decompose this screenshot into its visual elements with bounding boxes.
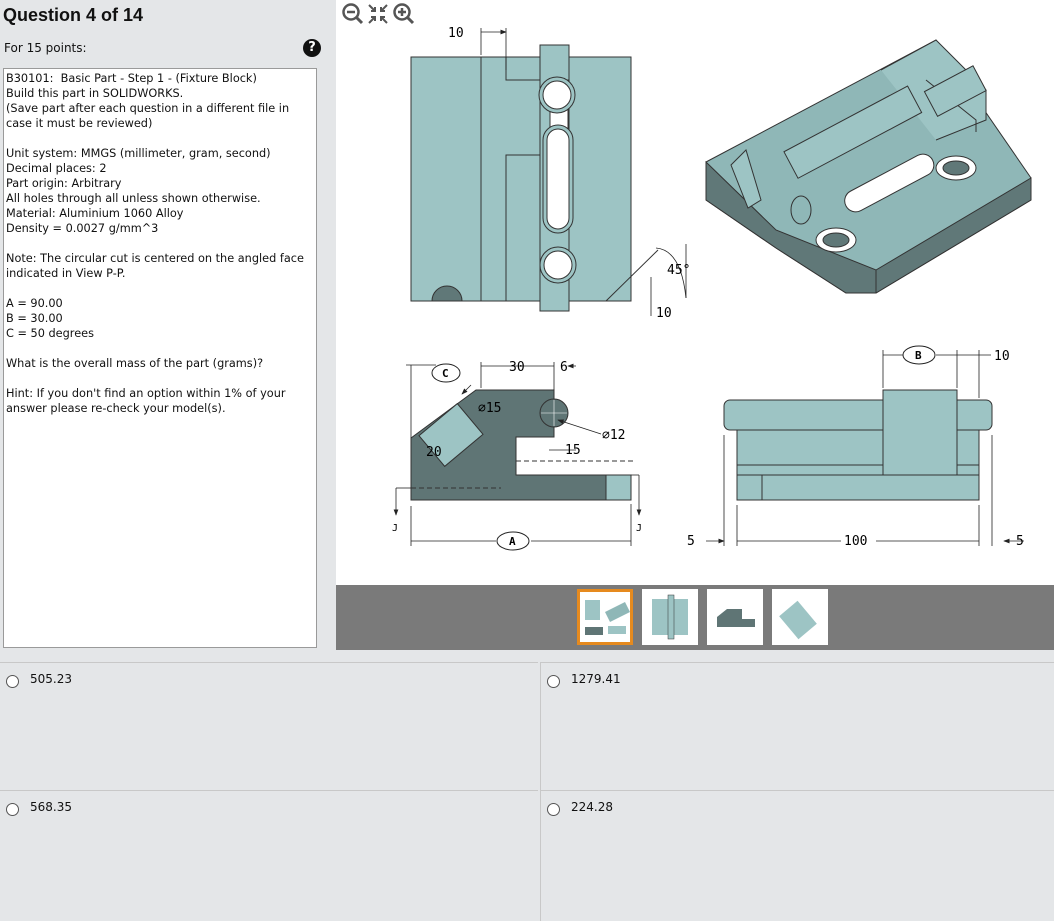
thumbnail-strip (336, 585, 1054, 650)
section-j-left: J (392, 523, 398, 534)
dim-30: 30 (509, 360, 525, 375)
dim-b-label: B (915, 349, 922, 362)
question-panel: Question 4 of 14 For 15 points: ? B30101… (0, 0, 328, 650)
zoom-out-icon[interactable] (341, 2, 365, 26)
dim-20: 20 (426, 445, 442, 460)
dim-10-right: 10 (994, 349, 1010, 364)
section-j-right: J (636, 523, 642, 534)
engineering-drawing: 10 45° 10 (392, 26, 1032, 551)
answer-option-1[interactable]: 505.23 (0, 662, 538, 788)
zoom-in-icon[interactable] (392, 2, 416, 26)
section-view-thumb[interactable] (707, 589, 763, 645)
question-circle-icon[interactable]: ? (303, 39, 321, 57)
drawing-viewer[interactable]: 10 45° 10 (336, 0, 1054, 585)
answer-option-2[interactable]: 1279.41 (541, 662, 1054, 788)
radio-button[interactable] (547, 803, 560, 816)
isometric-view (705, 39, 1032, 294)
fit-icon[interactable] (366, 2, 390, 26)
angled-view-thumb[interactable] (772, 589, 828, 645)
answer-label: 505.23 (30, 672, 72, 686)
answer-label: 224.28 (571, 800, 613, 814)
top-view-dims (480, 28, 687, 316)
dim-c-label: C (442, 367, 449, 380)
top-view-thumb[interactable] (642, 589, 698, 645)
dim-6: 6 (560, 360, 568, 375)
dim-angle-45: 45° (667, 263, 690, 278)
dim-10-bottom: 10 (656, 306, 672, 321)
dim-10-top: 10 (448, 26, 464, 41)
top-view (410, 44, 659, 312)
dim-5-right: 5 (1016, 534, 1024, 549)
front-view (723, 389, 993, 501)
answer-label: 1279.41 (571, 672, 621, 686)
dim-phi12: ∅12 (602, 428, 625, 443)
dim-100: 100 (844, 534, 867, 549)
question-title: Question 4 of 14 (3, 5, 144, 25)
dim-a-label: A (509, 535, 516, 548)
section-view (410, 389, 636, 501)
dim-5-left: 5 (687, 534, 695, 549)
radio-button[interactable] (6, 675, 19, 688)
question-text: B30101: Basic Part - Step 1 - (Fixture B… (3, 68, 317, 648)
answer-option-4[interactable]: 224.28 (541, 790, 1054, 916)
radio-button[interactable] (547, 675, 560, 688)
answers-divider (540, 662, 541, 921)
answer-option-3[interactable]: 568.35 (0, 790, 538, 916)
dim-phi15: ∅15 (478, 401, 501, 416)
section-view-dims (393, 362, 642, 546)
front-view-dims (706, 350, 1024, 546)
points-label: For 15 points: (4, 41, 87, 55)
isometric-thumb[interactable] (577, 589, 633, 645)
answer-label: 568.35 (30, 800, 72, 814)
dim-15: 15 (565, 443, 581, 458)
radio-button[interactable] (6, 803, 19, 816)
